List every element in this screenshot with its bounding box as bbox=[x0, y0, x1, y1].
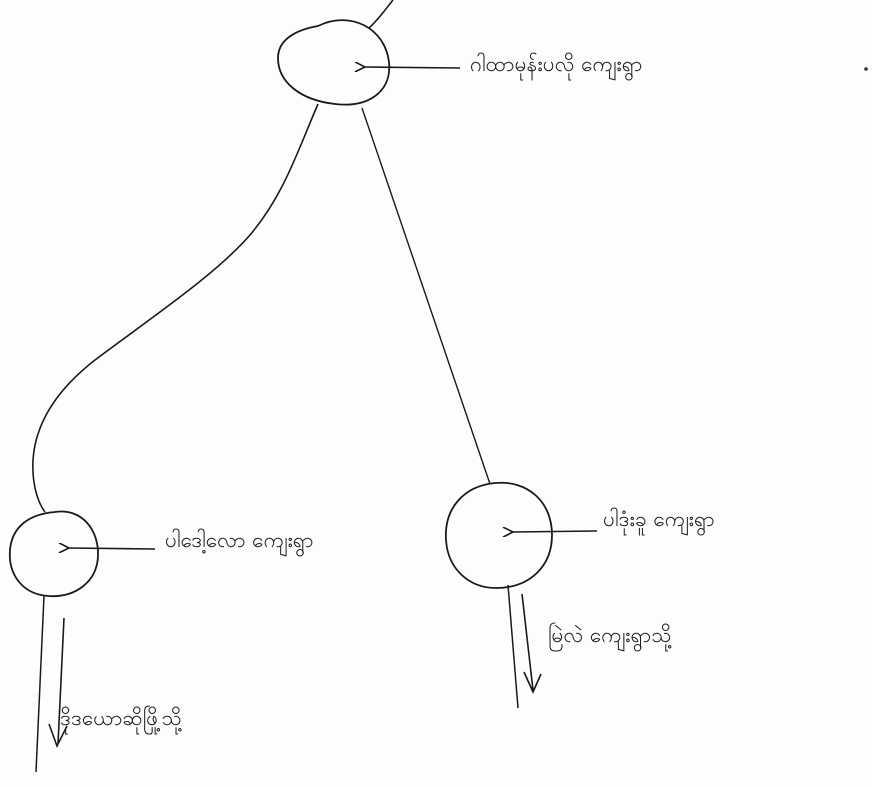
route-line-left-outgoing bbox=[35, 595, 45, 773]
stray-dot bbox=[864, 67, 868, 71]
node-left-label: ပါဒေါ့လော ကျေးရွာ bbox=[165, 528, 314, 552]
pointer-arrow-top bbox=[364, 67, 461, 68]
direction-arrow-right bbox=[521, 593, 542, 694]
incoming-route-line bbox=[368, 0, 394, 29]
pointer-arrow-left bbox=[68, 548, 156, 549]
route-line-left bbox=[32, 103, 319, 513]
route-line-right bbox=[361, 107, 491, 485]
direction-arrow-left bbox=[48, 617, 68, 749]
direction-label-right: မြဲလဲ ကျေးရွာသို့ bbox=[548, 623, 672, 647]
node-top-label: ဂါထာမုန်းပလို ကျေးရွာ bbox=[470, 52, 643, 76]
node-top-circle bbox=[277, 19, 391, 106]
route-line-right-outgoing bbox=[507, 584, 519, 709]
node-right-circle bbox=[445, 481, 553, 589]
node-right-label: ပါဒုံးခူ ကျေးရွာ bbox=[603, 507, 715, 531]
node-left-circle bbox=[9, 510, 99, 597]
direction-label-left: ဒိုဒယောဆိုဖြို့သို့ bbox=[60, 706, 182, 730]
pointer-arrow-right bbox=[512, 531, 598, 532]
